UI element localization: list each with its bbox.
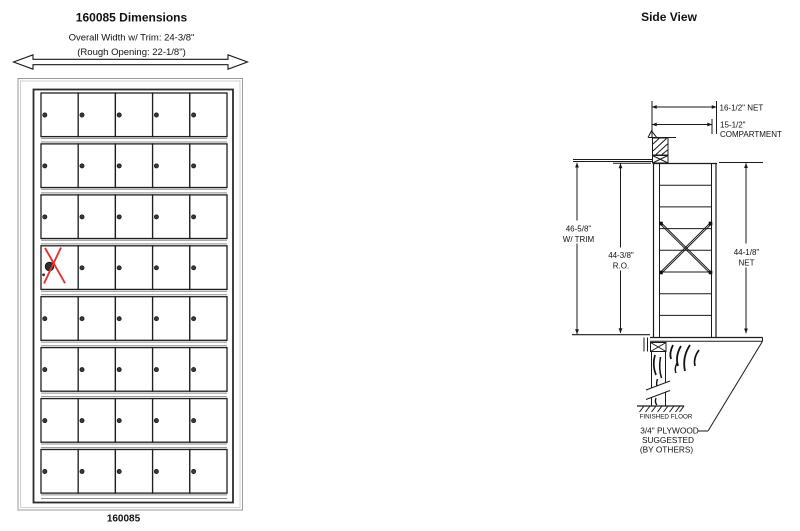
net-height-label-1: 44-1/8": [734, 248, 760, 257]
door-knob: [191, 112, 197, 118]
door-knob: [191, 265, 197, 271]
door-knob: [42, 469, 48, 474]
door-knob: [42, 163, 48, 169]
door-knob: [42, 112, 48, 118]
compartment-door: [77, 296, 117, 341]
plywood-note-line1: 3/4" PLYWOOD: [640, 426, 699, 436]
door-grid: [40, 92, 228, 499]
door-knob: [79, 469, 85, 474]
front-view-title: 160085 Dimensions: [76, 11, 188, 25]
door-knob: [79, 316, 85, 322]
plywood-note-line3: (BY OTHERS): [640, 445, 694, 455]
door-knob: [116, 265, 122, 271]
width-arrow-icon: [11, 54, 250, 70]
rough-opening-height-label-2: R.O.: [613, 262, 629, 271]
door-knob: [153, 316, 159, 322]
door-knob: [191, 316, 197, 322]
net-depth-label: 16-1/2" NET: [720, 104, 764, 113]
door-knob: [191, 367, 197, 373]
net-height-label-2: NET: [739, 259, 755, 268]
door-knob: [79, 367, 85, 373]
top-mounting-block: [647, 129, 676, 164]
door-knob: [153, 112, 159, 118]
compartment-depth-label-1: 15-1/2": [720, 121, 746, 130]
shelf-lines: [659, 184, 712, 316]
finished-floor-label: FINISHED FLOOR: [640, 414, 693, 421]
side-view-title: Side View: [641, 10, 697, 24]
rough-opening-label: (Rough Opening: 22-1/8"): [77, 47, 185, 58]
door-knob: [191, 418, 197, 424]
door-knob: [116, 418, 122, 424]
door-knob: [153, 469, 159, 474]
door-knob: [79, 214, 85, 220]
plywood-note-line2: SUGGESTED: [642, 435, 694, 445]
door-knob: [42, 316, 48, 322]
bottom-support-assembly: [637, 336, 763, 432]
master-lock-dot: [42, 273, 45, 277]
door-knob: [116, 469, 122, 474]
door-knob: [116, 163, 122, 169]
side-view: Side View 16-1/2" NET 15-1/2" COMPARTMEN…: [558, 10, 782, 455]
door-knob: [79, 112, 85, 118]
door-knob: [42, 367, 48, 373]
front-view: 160085 Dimensions Overall Width w/ Trim:…: [11, 11, 250, 525]
model-number-label: 160085: [107, 514, 141, 525]
door-knob: [42, 418, 48, 424]
compartment-depth-label-2: COMPARTMENT: [720, 130, 782, 139]
door-knob: [153, 163, 159, 169]
door-knob: [116, 367, 122, 373]
front-inner-trim: [20, 80, 241, 508]
door-knob: [191, 163, 197, 169]
door-knob: [116, 316, 122, 322]
front-outer-trim: [17, 78, 243, 511]
door-knob: [79, 265, 85, 271]
door-knob: [153, 265, 159, 271]
door-knob: [153, 418, 159, 424]
door-knob: [153, 367, 159, 373]
door-knob: [42, 214, 48, 220]
master-door-x-mark: [43, 247, 62, 284]
master-door-x-mark: [44, 247, 66, 284]
rough-opening-height-label-1: 44-3/8": [608, 251, 634, 260]
overall-width-label: Overall Width w/ Trim: 24-3/8": [69, 33, 195, 44]
door-knob: [191, 469, 197, 474]
door-knob: [191, 214, 197, 220]
trim-height-label-1: 46-5/8": [566, 225, 592, 234]
trim-height-label-2: W/ TRIM: [563, 235, 595, 244]
door-knob: [116, 112, 122, 118]
door-knob: [116, 214, 122, 220]
cross-brace: [659, 221, 713, 275]
door-knob: [79, 418, 85, 424]
door-knob: [153, 214, 159, 220]
door-knob: [79, 163, 85, 169]
